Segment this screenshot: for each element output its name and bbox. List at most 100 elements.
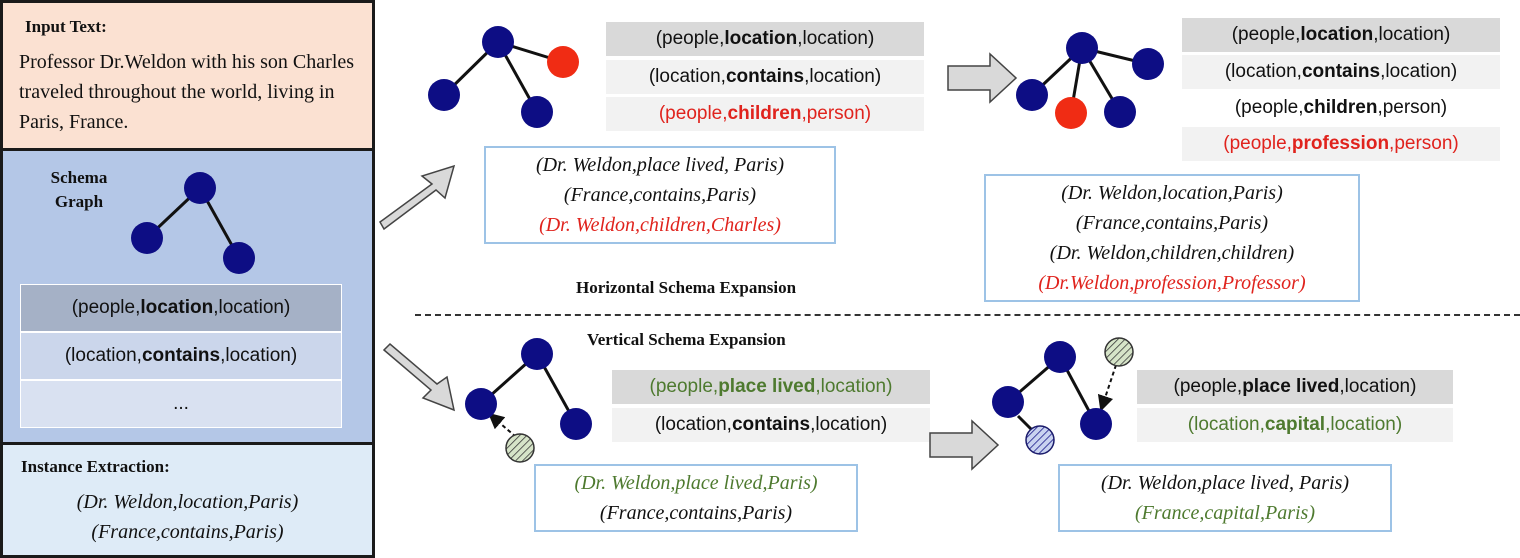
instance-extraction-triples: (Dr. Weldon,location,Paris) (France,cont… — [3, 487, 372, 547]
h1-schema-row-3-new: (people,children,person) — [606, 97, 924, 131]
triple: (Dr. Weldon,place lived, Paris) — [535, 154, 785, 176]
row-prefix: (people, — [1173, 376, 1243, 397]
h2-graph — [1016, 32, 1164, 129]
h1-graph — [428, 26, 579, 128]
schema-row-suffix: ,location) — [220, 345, 298, 366]
graph-node — [521, 338, 553, 370]
row-relation: contains — [725, 66, 805, 87]
graph-node-new — [547, 46, 579, 78]
row-relation: contains — [1301, 61, 1381, 82]
row-prefix: (location, — [648, 66, 726, 87]
instance-extraction-panel: Instance Extraction: (Dr. Weldon,locatio… — [0, 442, 375, 558]
v2-graph — [992, 337, 1134, 455]
v2-schema-row-1: (people,place lived,location) — [1137, 370, 1453, 404]
graph-node — [184, 172, 216, 204]
h1-triples-box: (Dr. Weldon,place lived, Paris) (France,… — [484, 146, 836, 244]
instance-triple: (Dr. Weldon,location,Paris) — [76, 491, 299, 513]
input-text-body: Professor Dr.Weldon with his son Charles… — [19, 51, 355, 133]
graph-node-hatched — [1104, 337, 1134, 367]
graph-node-hatched — [505, 433, 535, 463]
h2-triples-box: (Dr. Weldon,location,Paris) (France,cont… — [984, 174, 1360, 302]
h2-schema-row-2: (location,contains,location) — [1182, 55, 1500, 89]
graph-node — [223, 242, 255, 274]
row-relation: place lived — [1242, 376, 1340, 397]
v1-schema-row-2: (location,contains,location) — [612, 408, 930, 442]
row-relation: contains — [731, 414, 811, 435]
graph-node — [1080, 408, 1112, 440]
row-suffix: ,location) — [1373, 24, 1451, 45]
row-prefix: (people, — [655, 28, 725, 49]
schema-graph-label: Schema Graph — [50, 168, 108, 211]
graph-node — [1016, 79, 1048, 111]
graph-node-new — [1055, 97, 1087, 129]
section-divider — [415, 314, 1520, 316]
horizontal-expansion-title: Horizontal Schema Expansion — [576, 278, 797, 297]
triple: (Dr. Weldon,children,children) — [1049, 242, 1295, 264]
row-suffix: ,location) — [815, 376, 893, 397]
graph-node — [1066, 32, 1098, 64]
graph-node — [521, 96, 553, 128]
graph-node — [1044, 341, 1076, 373]
schema-row-location: (people,location,location) — [20, 284, 342, 332]
schema-row-suffix: ,location) — [213, 297, 291, 318]
triple: (Dr. Weldon,place lived, Paris) — [1100, 472, 1350, 494]
triple-new: (Dr. Weldon,children,Charles) — [539, 214, 781, 236]
triple: (France,contains,Paris) — [563, 184, 757, 206]
row-suffix: ,location) — [804, 66, 882, 87]
schema-row-relation: location — [140, 297, 214, 318]
row-suffix: ,location) — [1325, 414, 1403, 435]
v2-triples-box: (Dr. Weldon,place lived, Paris) (France,… — [1058, 464, 1392, 532]
v1-graph — [465, 338, 592, 463]
graph-node — [428, 79, 460, 111]
row-relation: children — [1303, 97, 1378, 118]
arrow-to-horizontal — [379, 164, 456, 231]
row-suffix: ,location) — [810, 414, 888, 435]
row-prefix: (people, — [1223, 133, 1292, 154]
graph-node-hatched — [1025, 425, 1055, 455]
v2-schema-row-2-new: (location,capital,location) — [1137, 408, 1453, 442]
row-suffix: ,location) — [1339, 376, 1417, 397]
row-relation: children — [727, 103, 802, 124]
arrow-horizontal-step — [947, 52, 1018, 104]
schema-row-ellipsis-text: ... — [173, 393, 189, 414]
schema-row-prefix: (people, — [71, 297, 141, 318]
h2-schema-row-3: (people,children,person) — [1182, 91, 1500, 125]
schema-row-relation: contains — [141, 345, 221, 366]
row-suffix: ,location) — [1380, 61, 1458, 82]
instance-triple: (France,contains,Paris) — [91, 521, 284, 543]
graph-node — [560, 408, 592, 440]
graph-node — [992, 386, 1024, 418]
schema-graph — [131, 172, 255, 274]
v1-triples-box: (Dr. Weldon,place lived,Paris) (France,c… — [534, 464, 858, 532]
triple: (France,contains,Paris) — [599, 502, 793, 524]
row-suffix: ,person) — [801, 103, 872, 124]
row-relation: profession — [1291, 133, 1390, 154]
row-relation: capital — [1264, 414, 1326, 435]
instance-extraction-title: Instance Extraction: — [21, 457, 170, 476]
row-prefix: (location, — [1224, 61, 1302, 82]
graph-node — [482, 26, 514, 58]
arrow-vertical-step — [929, 419, 1000, 471]
vertical-expansion-title: Vertical Schema Expansion — [587, 330, 786, 349]
graph-node — [1132, 48, 1164, 80]
graph-node — [1104, 96, 1136, 128]
h2-schema-row-4-new: (people,profession,person) — [1182, 127, 1500, 161]
row-relation: location — [724, 28, 798, 49]
triple-new: (France,capital,Paris) — [1135, 502, 1315, 524]
v1-schema-row-1-new: (people,place lived,location) — [612, 370, 930, 404]
triple: (Dr. Weldon,location,Paris) — [1061, 182, 1283, 204]
row-prefix: (people, — [1231, 24, 1301, 45]
row-prefix: (people, — [649, 376, 719, 397]
triple: (France,contains,Paris) — [1075, 212, 1269, 234]
graph-node — [465, 388, 497, 420]
row-prefix: (location, — [1187, 414, 1265, 435]
schema-row-contains: (location,contains,location) — [20, 332, 342, 380]
graph-node — [131, 222, 163, 254]
row-prefix: (people, — [1234, 97, 1304, 118]
h2-schema-row-1: (people,location,location) — [1182, 18, 1500, 52]
row-prefix: (location, — [654, 414, 732, 435]
row-prefix: (people, — [658, 103, 728, 124]
row-suffix: ,person) — [1377, 97, 1448, 118]
input-text-panel: Input Text: Professor Dr.Weldon with his… — [0, 0, 375, 148]
